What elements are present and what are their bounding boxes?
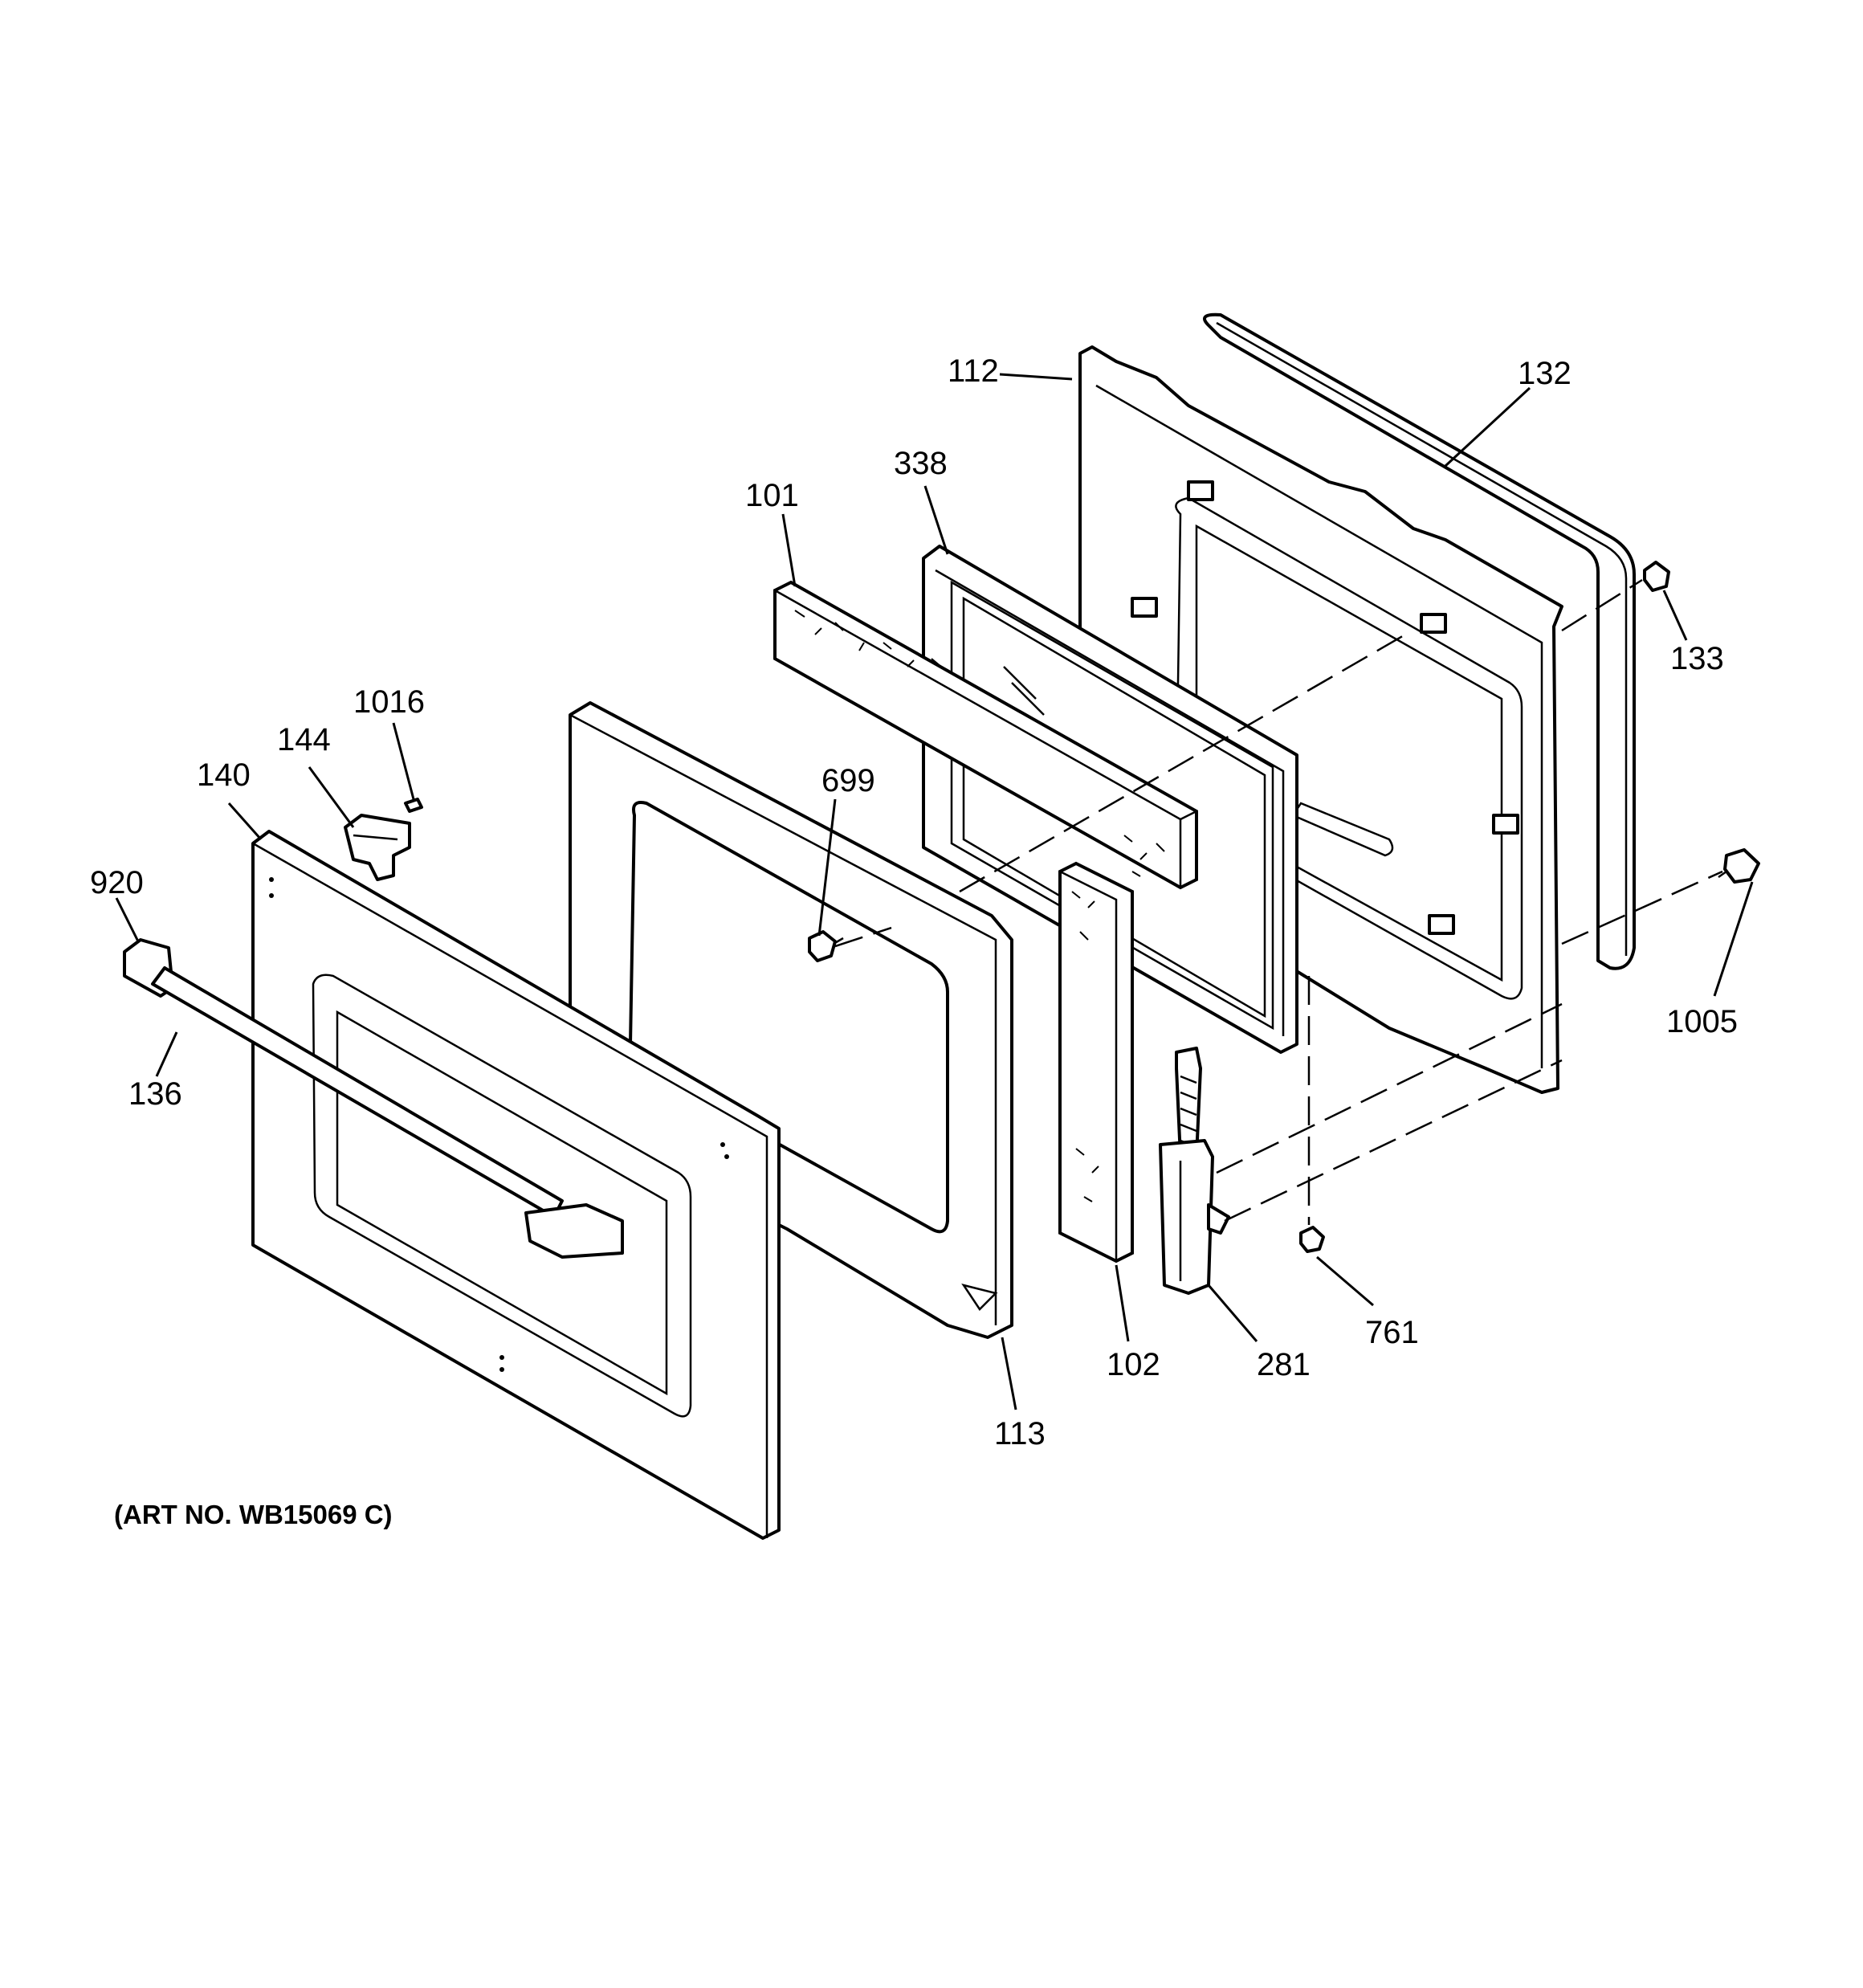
callout-699: 699	[821, 763, 875, 798]
callout-1016: 1016	[353, 684, 425, 720]
callout-labels: 112 132 338 101 133 1016 144 140 699 920…	[90, 353, 1738, 1451]
part-113-outer-door-frame	[569, 701, 1013, 1339]
callout-338: 338	[894, 446, 948, 481]
part-102-side-insulation	[1058, 861, 1134, 1263]
callout-101: 101	[745, 478, 799, 513]
part-1005-screw	[1718, 848, 1760, 884]
callout-133: 133	[1670, 641, 1724, 676]
callout-281: 281	[1257, 1347, 1311, 1382]
callout-144: 144	[277, 722, 331, 757]
callout-113: 113	[994, 1416, 1046, 1451]
assembly-lines	[834, 578, 1723, 1225]
part-281-hinge	[1159, 1047, 1230, 1295]
part-1016-screw	[404, 798, 423, 813]
callout-920: 920	[90, 865, 144, 900]
callout-1005: 1005	[1666, 1004, 1738, 1039]
part-133-plug	[1643, 561, 1670, 592]
art-number-label: (ART NO. WB15069 C)	[114, 1500, 393, 1529]
callout-102: 102	[1107, 1347, 1160, 1382]
part-761-screw	[1299, 1226, 1325, 1253]
callout-140: 140	[197, 757, 251, 793]
callout-761: 761	[1365, 1315, 1419, 1350]
part-132-door-gasket	[1203, 312, 1636, 970]
callout-112: 112	[948, 353, 999, 389]
callout-136: 136	[128, 1076, 182, 1112]
part-136-door-handle	[123, 938, 624, 1259]
part-699-screw	[808, 930, 844, 962]
callout-132: 132	[1518, 356, 1572, 391]
leader-lines	[115, 373, 1754, 1410]
part-101-top-insulation	[773, 580, 1198, 890]
part-144-latch-bracket	[344, 814, 411, 881]
